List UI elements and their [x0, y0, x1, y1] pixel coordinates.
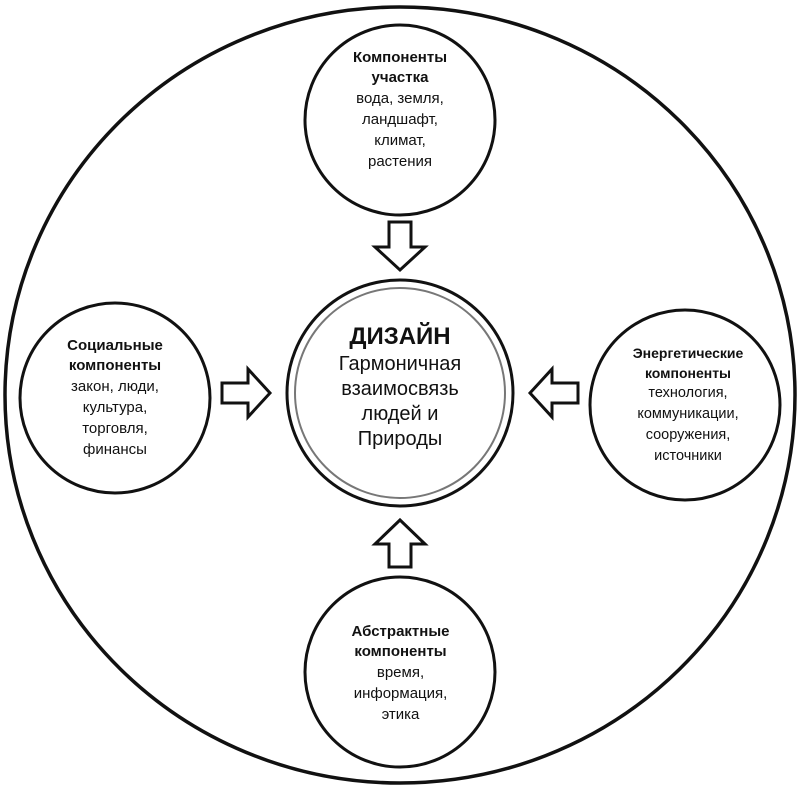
center-circle-outer — [285, 278, 515, 508]
top-circle — [303, 23, 497, 217]
design-line-2: взаимосвязь — [341, 378, 459, 400]
energy-components-line-4: источники — [654, 448, 722, 464]
abstract-components-node: Абстрактные компоненты время, информация… — [318, 622, 483, 725]
design-line-1: Гармоничная — [338, 353, 462, 375]
left-circle — [18, 301, 212, 495]
energy-components-line-3: сооружения, — [645, 427, 731, 443]
social-components-title-2: компоненты — [68, 357, 162, 374]
energy-components-title-1: Энергетические — [632, 345, 744, 361]
site-components-title-1: Компоненты — [352, 49, 448, 66]
design-title: ДИЗАЙН — [349, 323, 451, 350]
right-circle — [588, 308, 782, 502]
arrow-left — [527, 365, 580, 421]
bottom-circle — [303, 575, 497, 769]
site-components-line-3: климат, — [374, 132, 426, 149]
social-components-line-3: торговля, — [82, 420, 148, 437]
energy-components-node: Энергетические компоненты технология, ко… — [608, 343, 768, 467]
abstract-components-title-2: компоненты — [354, 643, 447, 660]
center-circle-inner — [294, 287, 506, 499]
design-line-4: Природы — [357, 428, 443, 450]
energy-components-line-1: технология, — [648, 385, 728, 401]
abstract-components-line-3: этика — [381, 706, 420, 723]
arrow-down — [371, 220, 429, 273]
site-components-title-2: участка — [371, 69, 429, 86]
social-components-line-4: финансы — [83, 441, 147, 458]
abstract-components-title-1: Абстрактные — [351, 623, 450, 640]
social-components-title-1: Социальные — [67, 337, 163, 354]
site-components-node: Компоненты участка вода, земля, ландшафт… — [325, 48, 475, 172]
abstract-components-line-1: время, — [376, 664, 425, 681]
social-components-line-2: культура, — [82, 399, 148, 416]
design-center-node: ДИЗАЙН Гармоничная взаимосвязь людей и П… — [300, 322, 500, 452]
social-components-line-1: закон, люди, — [71, 378, 159, 395]
arrow-up — [371, 517, 429, 569]
design-line-3: людей и — [361, 403, 439, 425]
site-components-line-1: вода, земля, — [356, 90, 444, 107]
abstract-components-line-2: информация, — [353, 685, 448, 702]
site-components-line-2: ландшафт, — [362, 111, 438, 128]
arrow-right — [220, 365, 273, 421]
outer-circle — [3, 5, 797, 785]
energy-components-line-2: коммуникации, — [637, 406, 739, 422]
site-components-line-4: растения — [367, 153, 432, 170]
social-components-node: Социальные компоненты закон, люди, культ… — [35, 336, 195, 460]
energy-components-title-2: компоненты — [644, 365, 732, 381]
